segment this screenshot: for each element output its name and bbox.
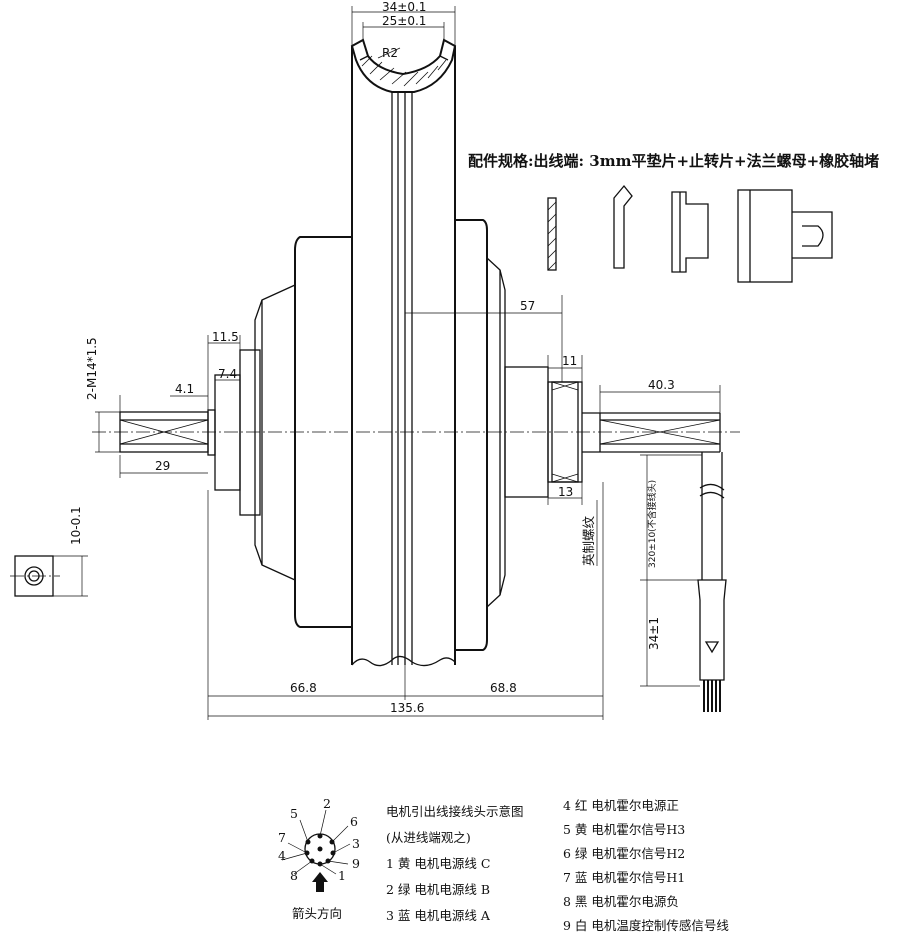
pin-title: 电机引出线接线头示意图 — [386, 804, 524, 819]
wire-6: 6 绿 电机霍尔信号H2 — [563, 846, 685, 861]
pin-5: 5 — [290, 806, 298, 821]
pin-1: 1 — [338, 868, 346, 883]
dim-total-width: 135.6 — [390, 701, 424, 715]
dim-cable-length: 320±10(不含接线头) — [646, 480, 658, 568]
wire-1: 1 黄 电机电源线 C — [386, 856, 490, 871]
cable-dims — [640, 454, 702, 687]
pin-9: 9 — [352, 856, 360, 871]
right-dims — [405, 295, 721, 505]
wire-3: 3 蓝 电机电源线 A — [386, 908, 491, 923]
dim-connector-length: 34±1 — [647, 617, 661, 650]
dim-right-13: 13 — [558, 485, 573, 499]
wire-7: 7 蓝 电机霍尔信号H1 — [563, 870, 685, 885]
dim-left-shoulder: 11.5 — [212, 330, 239, 344]
thread-note: 英制螺纹 — [581, 515, 596, 566]
rim-dims — [351, 6, 456, 59]
dim-half-left: 66.8 — [290, 681, 317, 695]
rim — [350, 38, 457, 667]
hub-shell — [254, 219, 506, 651]
dim-rim-outer: 34±0.1 — [382, 0, 426, 14]
dim-left-step: 7.4 — [218, 367, 237, 381]
pin-2: 2 — [323, 796, 331, 811]
pin-subtitle: (从进线端观之) — [386, 830, 471, 845]
dim-rim-radius: R2 — [382, 46, 398, 60]
wire-2: 2 绿 电机电源线 B — [386, 882, 490, 897]
pin-7: 7 — [278, 830, 286, 845]
accessory-parts — [547, 184, 833, 283]
dim-nut-flat: 10-0.1 — [69, 506, 83, 545]
wire-4: 4 红 电机霍尔电源正 — [563, 798, 679, 813]
wire-5: 5 黄 电机霍尔信号H3 — [563, 822, 685, 837]
dim-right-axle: 40.3 — [648, 378, 675, 392]
dim-right-57: 57 — [520, 299, 535, 313]
pin-4: 4 — [278, 848, 286, 863]
pin-8: 8 — [290, 868, 298, 883]
dim-right-11: 11 — [562, 354, 577, 368]
arrow-direction-label: 箭头方向 — [292, 906, 342, 921]
pin-6: 6 — [350, 814, 358, 829]
cable — [697, 452, 727, 712]
wire-8: 8 黑 电机霍尔电源负 — [563, 894, 679, 909]
wire-9: 9 白 电机温度控制传感信号线 — [563, 918, 729, 933]
bottom-dims — [207, 482, 604, 720]
right-axle — [504, 366, 721, 498]
pin-3: 3 — [352, 836, 360, 851]
left-axle — [119, 349, 261, 516]
dim-half-right: 68.8 — [490, 681, 517, 695]
dim-left-axle: 29 — [155, 459, 170, 473]
left-dims — [95, 335, 241, 478]
dim-rim-inner: 25±0.1 — [382, 14, 426, 28]
accessories-spec: 配件规格:出线端: 3mm平垫片+止转片+法兰螺母+橡胶轴堵 — [468, 152, 879, 170]
pin-diagram — [281, 809, 351, 892]
dim-thread-spec: 2-M14*1.5 — [85, 337, 99, 400]
nut-end-view — [10, 555, 88, 597]
dim-left-flat: 4.1 — [175, 382, 194, 396]
